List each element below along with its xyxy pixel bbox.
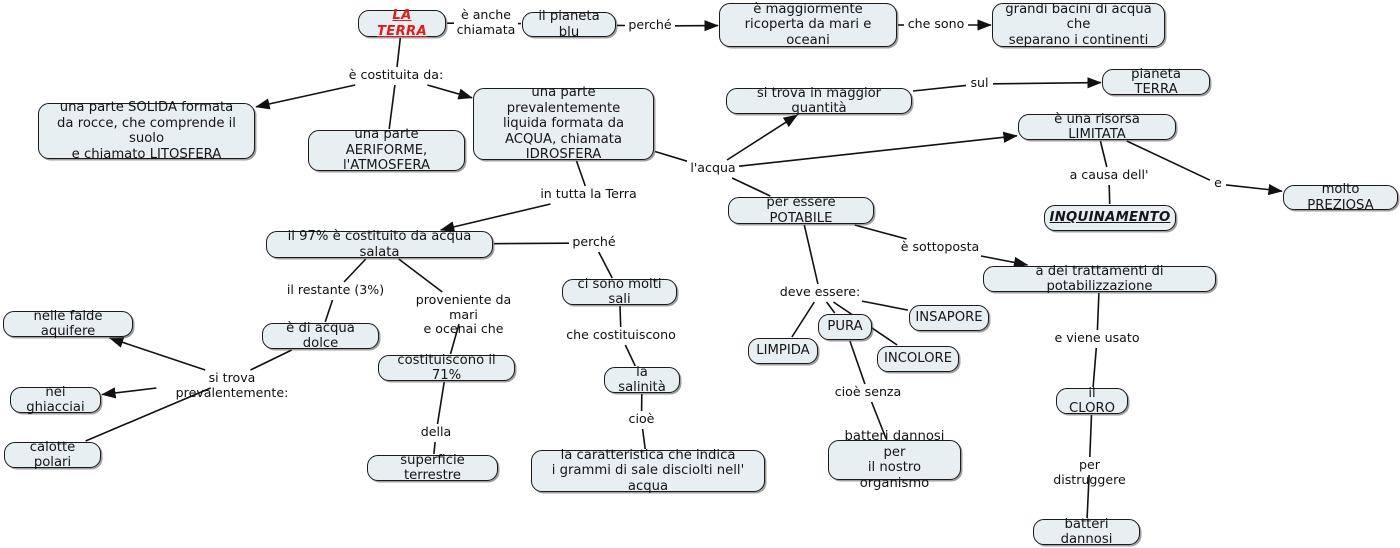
link-label-che-sono: che sono	[907, 16, 965, 31]
concept-node-superficie-terrestre[interactable]: superficie terrestre	[367, 453, 498, 483]
concept-node-pura[interactable]: PURA	[818, 314, 872, 340]
concept-node-insapore[interactable]: INSAPORE	[909, 305, 989, 331]
edge-lacqua-to-risorsa-limitata	[738, 131, 1018, 167]
concept-node-batteri-dannosi[interactable]: batteri dannosi	[1033, 517, 1140, 547]
concept-node-ricoperta-mari[interactable]: è maggiormente ricoperta da mari e ocean…	[719, 2, 897, 48]
link-label-a-causa-dell: a causa dell'	[1069, 167, 1149, 182]
link-label-deve-essere: deve essere:	[779, 284, 861, 299]
concept-node-falde-aquifere[interactable]: nelle falde aquifere	[3, 309, 133, 339]
concept-node-salinita[interactable]: la salinità	[604, 365, 680, 395]
link-label-e-anche-chiamata: è anche chiamata	[456, 7, 516, 37]
concept-node-acqua-dolce[interactable]: è di acqua dolce	[262, 321, 379, 351]
edge-97-salata-to-il-restante	[343, 258, 367, 283]
edge-molti-sali-to-che-costituiscono	[619, 305, 622, 328]
edge-e-viene-usato-to-il-cloro	[1092, 347, 1098, 388]
concept-node-97-salata[interactable]: il 97% è costituito da acqua salata	[266, 229, 493, 260]
concept-node-71-percento[interactable]: costituiscono il 71%	[378, 353, 515, 383]
concept-node-incolore[interactable]: INCOLORE	[877, 346, 959, 372]
link-label-in-tutta-la-terra: in tutta la Terra	[540, 186, 637, 201]
edge-maggior-quantita-to-sul	[912, 84, 967, 92]
concept-node-trattamenti[interactable]: a dei trattamenti di potabilizzazione	[983, 264, 1216, 294]
edge-e-label-to-molto-preziosa	[1225, 184, 1283, 196]
concept-node-parte-solida[interactable]: una parte SOLIDA formata da rocce, che c…	[38, 100, 255, 162]
edge-in-tutta-la-terra-to-97-salata	[439, 203, 551, 233]
concept-node-grandi-bacini[interactable]: grandi bacini di acqua che separano i co…	[992, 2, 1165, 48]
concept-node-caratteristica[interactable]: la caratteristica che indica i grammi di…	[531, 448, 765, 494]
link-label-e-sottoposta: è sottoposta	[900, 239, 980, 254]
concept-node-pianeta-terra[interactable]: pianeta TERRA	[1102, 67, 1210, 97]
edge-97-salata-to-perche-2	[493, 242, 570, 245]
link-label-che-costituiscono: che costituiscono	[566, 327, 676, 342]
link-label-si-trova-prevalentemente: si trova prevalentemente:	[175, 370, 289, 400]
concept-node-il-cloro[interactable]: il CLORO	[1056, 386, 1128, 416]
concept-node-la-terra[interactable]: LA TERRA	[358, 8, 446, 39]
edge-97-salata-to-proveniente	[398, 258, 443, 293]
link-label-della: della	[420, 424, 452, 439]
concept-node-ghiacciai[interactable]: nei ghiacciai	[10, 385, 101, 415]
edge-cioe-to-caratteristica	[641, 428, 646, 450]
edge-idrosfera-to-lacqua	[654, 150, 688, 162]
edge-si-trova-prevalentemente-to-falde-aquifere	[108, 337, 206, 371]
edge-trattamenti-to-e-viene-usato	[1096, 292, 1100, 331]
concept-node-limpida[interactable]: LIMPIDA	[748, 338, 818, 364]
edge-71-percento-to-della	[436, 381, 445, 425]
edge-che-costituiscono-to-salinita	[624, 344, 637, 367]
edge-e-costituita-da-to-parte-aeriforme	[388, 84, 396, 130]
edge-lacqua-to-per-potabile	[731, 177, 771, 197]
edge-il-cloro-to-per-distruggere	[1089, 414, 1093, 458]
concept-node-risorsa-limitata[interactable]: è una risorsa LIMITATA	[1018, 112, 1176, 142]
edge-perche-2-to-molti-sali	[597, 251, 613, 279]
concept-node-calotte-polari[interactable]: calotte polari	[4, 440, 101, 470]
link-label-e-costituita-da: è costituita da:	[348, 67, 444, 82]
edge-a-causa-dell-to-inquinamento	[1108, 184, 1111, 205]
concept-node-per-potabile[interactable]: per essere POTABILE	[728, 195, 874, 226]
edge-deve-essere-to-pura	[825, 301, 836, 314]
link-label-perche-1: perché	[628, 17, 672, 32]
edge-la-terra-to-e-costituita-da	[396, 37, 402, 68]
edge-si-trova-prevalentemente-to-ghiacciai	[101, 387, 157, 399]
link-label-e-label: e	[1214, 175, 1222, 190]
edge-per-potabile-to-deve-essere	[803, 224, 819, 285]
link-label-sul: sul	[970, 75, 989, 90]
edge-risorsa-limitata-to-a-causa-dell	[1099, 140, 1108, 168]
edge-deve-essere-to-limpida	[791, 301, 815, 338]
link-label-cioe: cioè	[628, 411, 655, 426]
edge-e-costituita-da-to-idrosfera	[427, 84, 473, 100]
concept-node-batteri-dannosi-organismo[interactable]: batteri dannosi per il nostro organismo	[828, 429, 961, 491]
concept-node-idrosfera[interactable]: una parte prevalentemente liquida format…	[473, 85, 654, 162]
link-label-perche-2: perché	[572, 234, 616, 249]
edge-per-potabile-to-e-sottoposta	[854, 224, 907, 240]
edge-pura-to-cioe-senza	[849, 340, 866, 385]
edge-acqua-dolce-to-si-trova-prevalentemente	[250, 349, 293, 371]
concept-node-inquinamento[interactable]: INQUINAMENTO	[1044, 205, 1176, 231]
edge-il-restante-to-acqua-dolce	[324, 299, 334, 323]
link-label-cioe-senza: cioè senza	[834, 384, 902, 399]
link-label-il-restante: il restante (3%)	[286, 282, 385, 297]
concept-node-pianeta-blu[interactable]: il pianeta blu	[522, 9, 616, 40]
concept-node-maggior-quantita[interactable]: si trova in maggior quantità	[726, 86, 912, 116]
concept-node-molto-preziosa[interactable]: molto PREZIOSA	[1283, 182, 1398, 213]
concept-node-molti-sali[interactable]: ci sono molti sali	[562, 277, 677, 307]
link-label-proveniente: proveniente da mari e ocenai che	[415, 292, 512, 336]
edge-idrosfera-to-in-tutta-la-terra	[575, 160, 587, 187]
edge-deve-essere-to-insapore	[861, 300, 909, 311]
edge-lacqua-to-maggior-quantita	[726, 114, 798, 161]
edge-sul-to-pianeta-terra	[992, 77, 1102, 89]
link-label-per-distruggere: per distruggere	[1053, 457, 1126, 487]
edge-e-costituita-da-to-parte-solida	[255, 84, 356, 110]
concept-node-parte-aeriforme[interactable]: una parte AERIFORME, l'ATMOSFERA	[308, 127, 465, 173]
link-label-e-viene-usato: e viene usato	[1054, 330, 1140, 345]
link-label-lacqua: l'acqua	[690, 160, 736, 175]
